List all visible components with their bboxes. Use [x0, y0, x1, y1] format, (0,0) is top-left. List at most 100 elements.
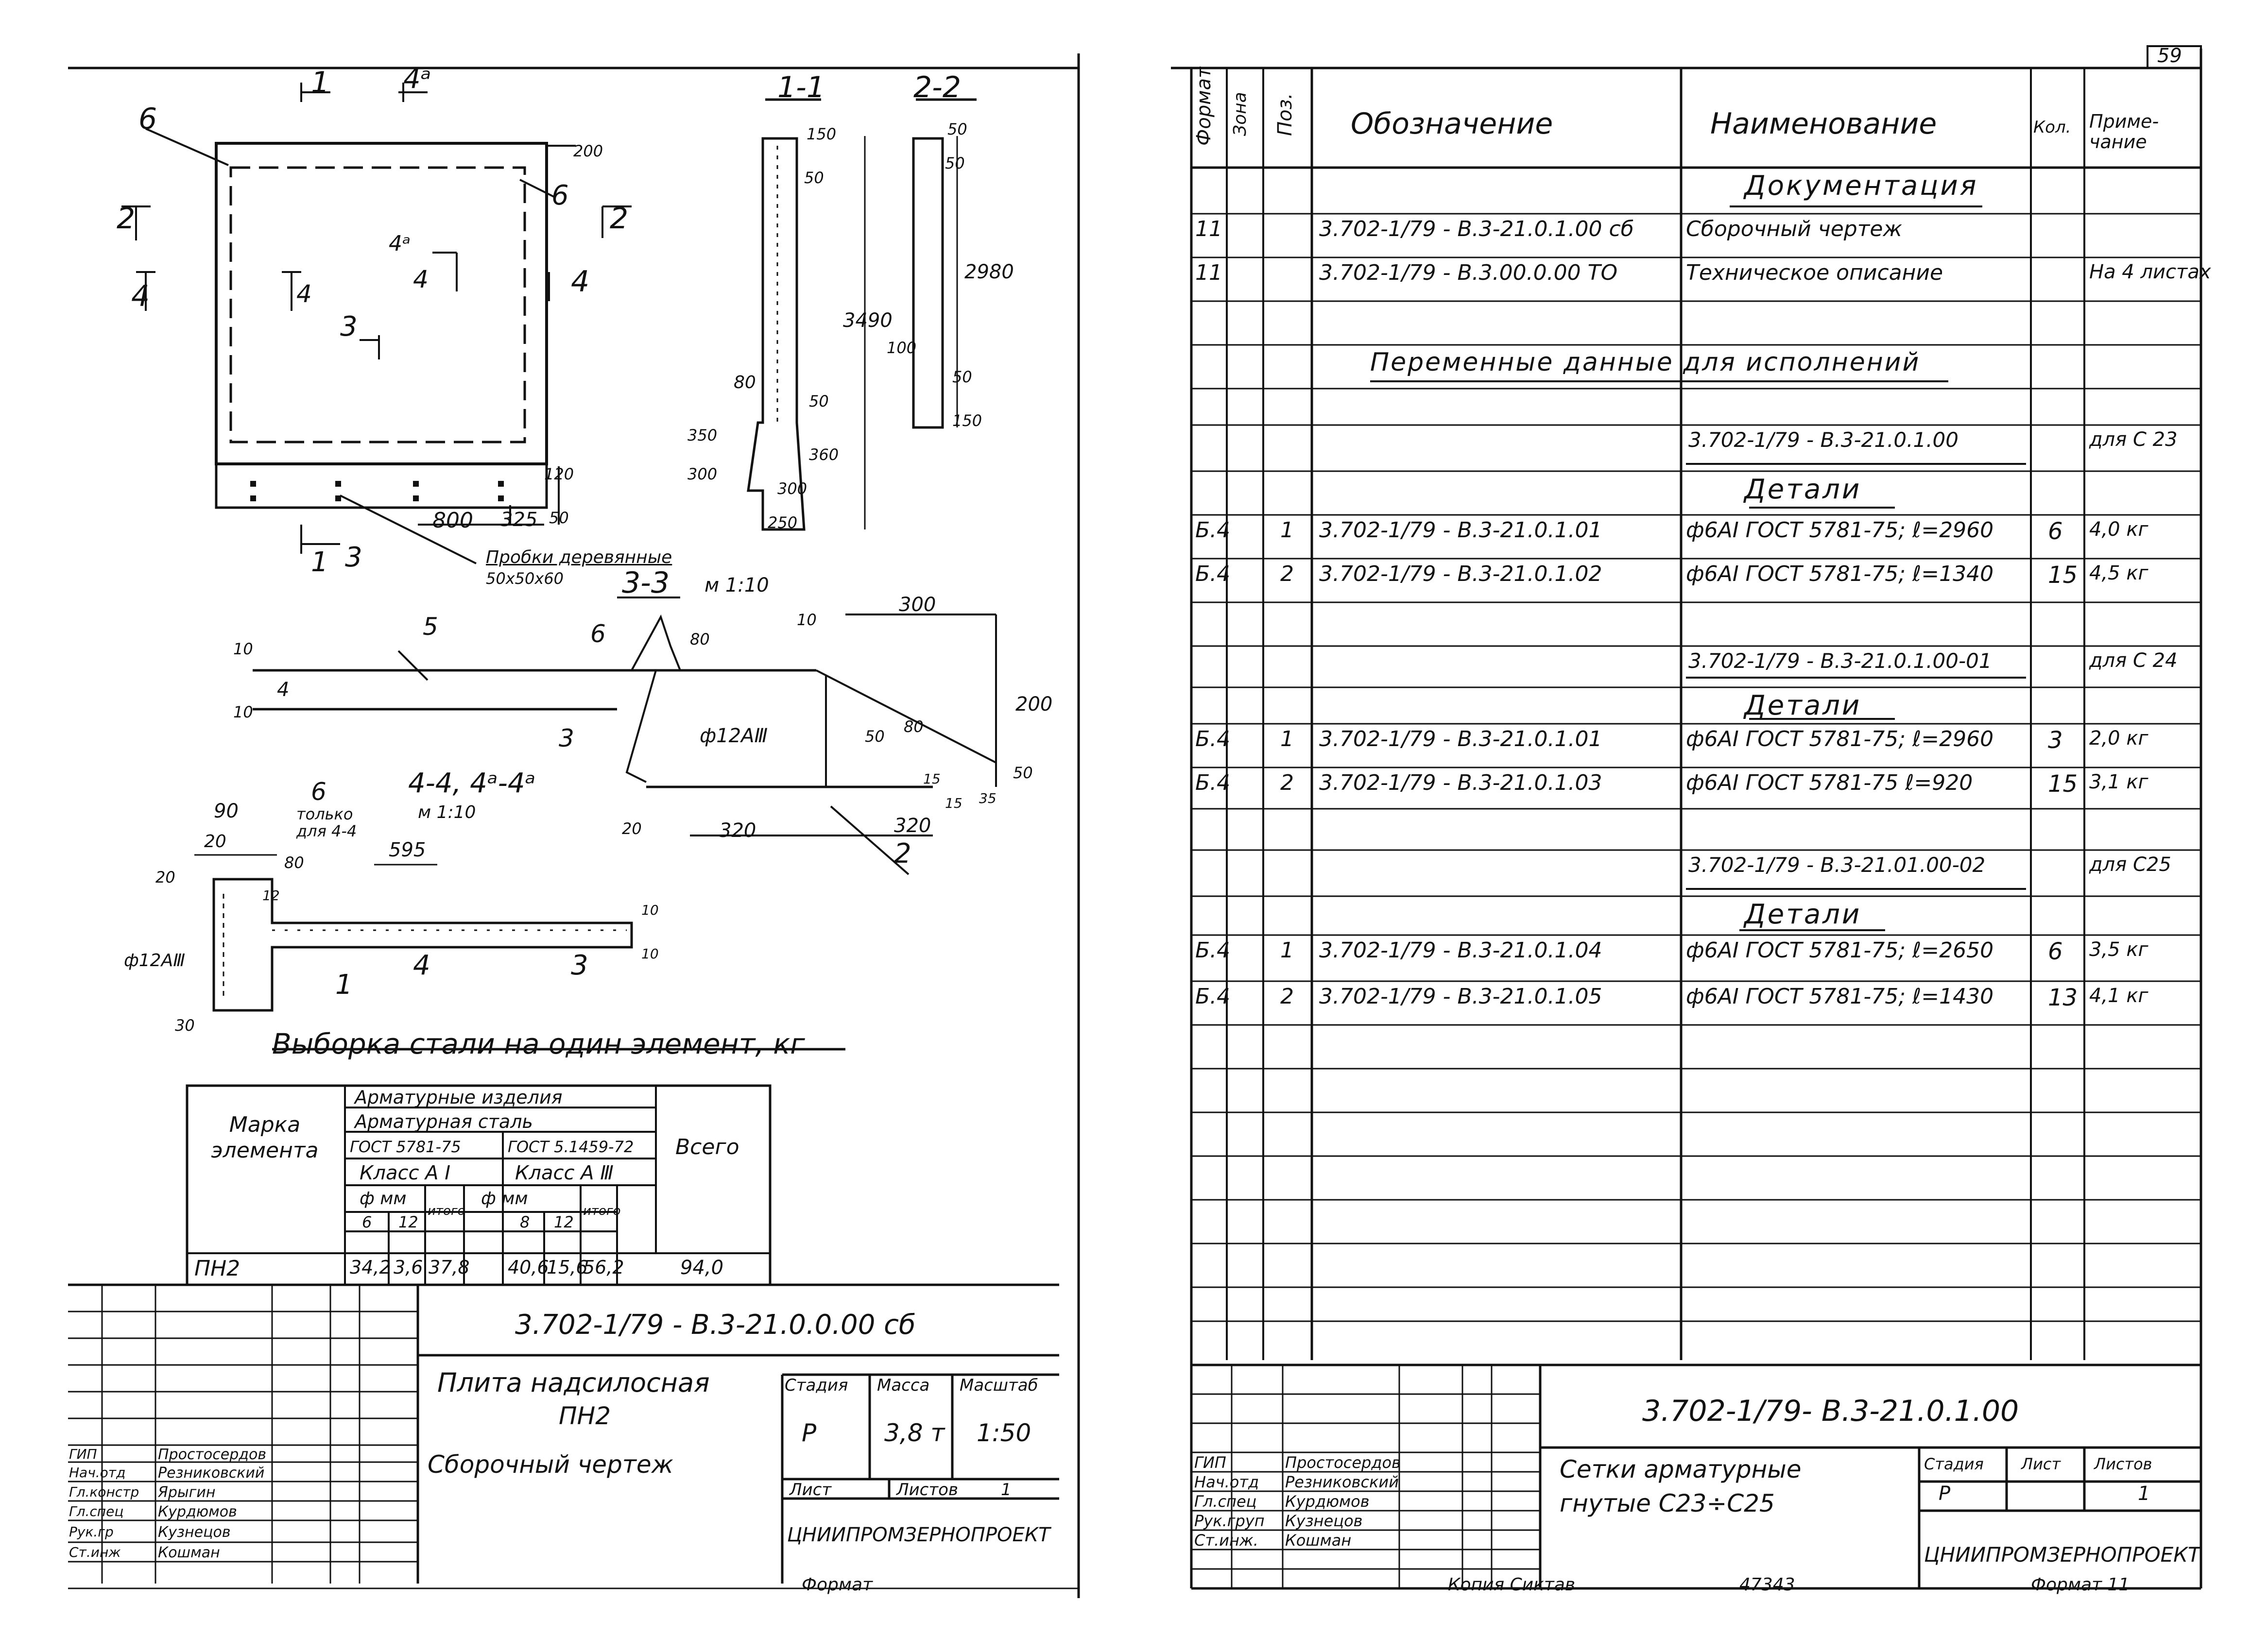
spec-cell-name: ф6АI ГОСТ 5781-75 ℓ=920	[1686, 770, 1973, 795]
spec-cell-qty: 13	[2048, 984, 2078, 1011]
stamp-value: 1	[2138, 1483, 2150, 1505]
section-dim: 20	[204, 832, 226, 852]
stamp-role: Гл.констр	[69, 1484, 139, 1500]
plugs-label: Пробки деревянные	[486, 547, 672, 567]
section-dim: 50	[1013, 764, 1033, 782]
spec-cell-pos: 1	[1280, 938, 1294, 963]
section-dim: 12	[262, 887, 280, 903]
section-dim: 50	[865, 727, 885, 746]
plan-mark: 2	[610, 202, 629, 236]
stamp-role: Гл.спец	[69, 1503, 124, 1519]
stamp-person: Кошман	[158, 1544, 220, 1561]
plan-mark: 1	[311, 546, 328, 578]
row-cell: 56,2	[583, 1257, 624, 1278]
spec-cell-name: 3.702-1/79 - В.3-21.0.1.00-01	[1688, 649, 1992, 673]
spec-cell-format: Б.4	[1195, 770, 1231, 795]
section-dim: 300	[687, 465, 718, 483]
spec-cell-name: ф6АI ГОСТ 5781-75; ℓ=1430	[1686, 984, 1994, 1009]
stamp-value: 1	[1001, 1480, 1012, 1500]
col-header-name: Наименование	[1710, 107, 1937, 141]
section-bar: ф12АⅢ	[124, 951, 186, 971]
spec-cell-name: ф6АI ГОСТ 5781-75; ℓ=2960	[1686, 727, 1994, 751]
section-dim: 80	[904, 717, 924, 736]
col-header-qty: Кол.	[2033, 118, 2071, 137]
spec-cell-name: Детали	[1744, 690, 1862, 721]
class-2: Класс А Ⅲ	[515, 1162, 614, 1184]
stamp-person: Простосердов	[158, 1446, 267, 1463]
spec-cell-note: 2,0 кг	[2089, 727, 2148, 750]
spec-cell-note: 3,5 кг	[2089, 938, 2148, 961]
stamp-format: Формат 11	[2031, 1575, 2130, 1595]
stamp-org: ЦНИИПРОМЗЕРНОПРОЕКТ	[1924, 1543, 2200, 1567]
section-dim: 100	[887, 339, 917, 357]
subgroup-header: Арматурная сталь	[355, 1111, 533, 1132]
mark-header: Марка элемента	[211, 1112, 319, 1163]
left-stamp-grid	[68, 1283, 1059, 1584]
spec-cell-designation: 3.702-1/79 - В.3-21.0.1.04	[1319, 938, 1602, 963]
plan-mark: 3	[345, 542, 362, 573]
spec-cell-format: Б.4	[1195, 727, 1231, 751]
diam-label: ф мм	[360, 1189, 407, 1209]
section-dim: 80	[734, 373, 756, 392]
spec-cell-note: для С 23	[2089, 428, 2178, 451]
section-dim: 10	[797, 611, 817, 629]
stamp-org: ЦНИИПРОМЗЕРНОПРОЕКТ	[787, 1524, 1050, 1546]
stamp-value: 3,8 т	[884, 1419, 945, 1447]
col-header-pos: Поз.	[1274, 93, 1296, 136]
steel-table-grid	[186, 1048, 845, 1286]
section-dim: 320	[719, 819, 756, 842]
spec-cell-designation: 3.702-1/79 - В.3-21.0.1.00 сб	[1319, 217, 1634, 241]
section-dim: 30	[175, 1016, 195, 1035]
stamp-header: Масштаб	[960, 1376, 1038, 1395]
spec-cell-format: Б.4	[1195, 562, 1231, 586]
plan-mark: 6	[551, 180, 569, 211]
left-stamp-designation: 3.702-1/79 - В.3-21.0.0.00 сб	[515, 1309, 916, 1341]
left-stamp-name: Сборочный чертеж	[428, 1450, 673, 1479]
spec-cell-qty: 15	[2048, 562, 2078, 589]
itogo-label: итого	[428, 1204, 465, 1218]
section-dim: 35	[979, 790, 997, 806]
stamp-header: Стадия	[1924, 1455, 1984, 1473]
stamp-person: Простосердов	[1285, 1453, 1401, 1472]
plan-mark: 4ᵃ	[389, 231, 411, 256]
row-total: 94,0	[680, 1257, 724, 1279]
stamp-header: Лист	[790, 1480, 832, 1500]
stamp-role: Нач.отд	[1194, 1473, 1259, 1491]
plan-dim: 120	[544, 465, 574, 483]
section-dim: 350	[687, 426, 718, 444]
gost-1: ГОСТ 5781-75	[350, 1138, 461, 1156]
section-dim: 4	[277, 679, 290, 701]
spec-cell-qty: 6	[2048, 518, 2063, 545]
stamp-person: Резниковский	[158, 1465, 265, 1482]
section-dim: 150	[952, 411, 982, 430]
row-mark: ПН2	[194, 1256, 241, 1281]
spec-cell-pos: 2	[1280, 770, 1294, 795]
bottom-note: Копия Сиктав	[1448, 1575, 1576, 1595]
section-dim: 595	[389, 839, 426, 861]
section-dim: 150	[807, 125, 837, 143]
stamp-header: Листов	[896, 1480, 959, 1500]
section-dim: 10	[641, 902, 659, 918]
spec-cell-name: Сборочный чертеж	[1686, 217, 1903, 241]
steel-table-title: Выборка стали на один элемент, кг	[272, 1027, 805, 1060]
col-header-zone: Зона	[1230, 92, 1250, 136]
plan-mark: 4ᵃ	[403, 63, 431, 95]
spec-cell-pos: 2	[1280, 984, 1294, 1009]
stamp-person: Кузнецов	[1285, 1512, 1363, 1530]
total-header: Всего	[675, 1135, 739, 1159]
gost-2: ГОСТ 5.1459-72	[508, 1138, 634, 1156]
spec-cell-note: 4,1 кг	[2089, 985, 2148, 1007]
spec-cell-name: Техническое описание	[1686, 260, 1943, 285]
stamp-person: Кузнецов	[158, 1524, 231, 1541]
spec-cell-name: Детали	[1744, 474, 1862, 505]
section-dim: 15	[945, 795, 962, 811]
section-dim: 200	[1015, 693, 1053, 716]
row-cell: 40,6	[508, 1257, 549, 1278]
spec-cell-designation: 3.702-1/79 - В.3-21.0.1.01	[1319, 518, 1602, 543]
stamp-person: Резниковский	[1285, 1473, 1399, 1491]
spec-cell-designation: 3.702-1/79 - В.3-21.0.1.01	[1319, 727, 1602, 751]
spec-table-grid	[1191, 68, 2201, 1360]
section-dim: 300	[899, 594, 936, 616]
right-stamp-designation: 3.702-1/79- В.3-21.0.1.00	[1642, 1394, 2019, 1428]
plan-dim: 200	[573, 142, 603, 160]
